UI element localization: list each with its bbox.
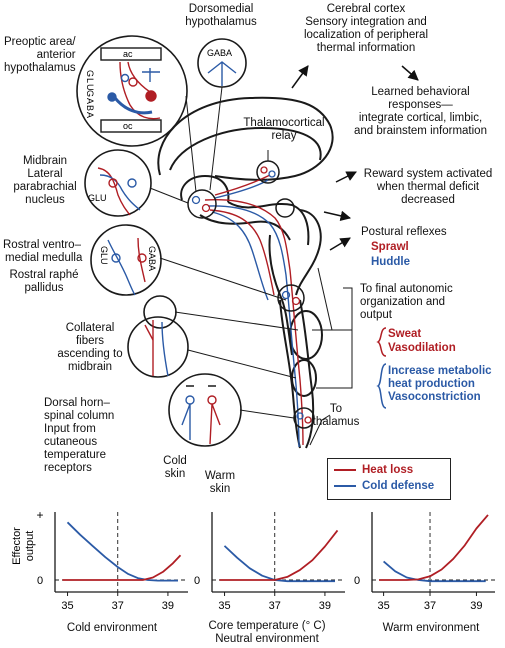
brain-outline bbox=[157, 96, 334, 449]
pathway-lines bbox=[204, 174, 304, 448]
zoom-dorsal-horn bbox=[168, 373, 242, 447]
dorsomedial-contents bbox=[207, 61, 237, 86]
zoom-preoptic bbox=[76, 35, 188, 147]
x-axis-label: Core temperature (° C) bbox=[208, 620, 326, 632]
legend: Heat loss Cold defense bbox=[327, 458, 451, 500]
heat-loss-curve-warm bbox=[379, 514, 489, 581]
y-plus-label: + bbox=[36, 508, 43, 522]
brackets bbox=[376, 327, 387, 409]
gaba-vertical: GABA bbox=[85, 90, 95, 119]
panel-title-cold: Cold environment bbox=[66, 622, 158, 634]
legend-cold-defense: Cold defense bbox=[334, 480, 434, 492]
chart-layer: 35 37 39 35 37 39 35 37 39 bbox=[54, 512, 495, 612]
effector-output-charts: Effector output + 0 0 0 35 37 39 35 37 39 35 37… bbox=[11, 508, 495, 612]
oc-label: oc bbox=[123, 121, 133, 131]
tick-label-cold-39: 39 bbox=[162, 600, 174, 612]
zoom-midbrain bbox=[84, 149, 152, 217]
tick-label-warm-39: 39 bbox=[470, 600, 482, 612]
y-zero-label: 0 bbox=[37, 575, 43, 587]
postural-label: Postural reflexes Sprawl Huddle bbox=[361, 226, 447, 268]
zoom-collateral bbox=[127, 316, 189, 378]
arrows bbox=[291, 65, 419, 251]
tick-label-warm-35: 35 bbox=[377, 600, 389, 612]
legend-cold-defense-swatch bbox=[334, 484, 356, 487]
midbrain-glu: GLU bbox=[88, 193, 107, 203]
legend-heat-loss-swatch bbox=[334, 468, 356, 471]
connectors bbox=[149, 86, 353, 446]
ac-label: ac bbox=[123, 49, 133, 59]
rostral-vm-label: Rostral ventro–medial medulla bbox=[3, 239, 83, 264]
zoom-medulla bbox=[90, 224, 162, 296]
midbrain-contents bbox=[97, 167, 141, 216]
dmh-gaba: GABA bbox=[207, 48, 232, 58]
tick-label-cold-37: 37 bbox=[112, 600, 124, 612]
preoptic-contents bbox=[100, 47, 162, 133]
collateral-contents bbox=[144, 320, 169, 377]
neural-pathway-diagram: ac oc GLU GABA GABA GLU GLU GABA bbox=[76, 35, 419, 449]
nuclei-cells bbox=[191, 166, 312, 424]
cold-defense-curve-neutral bbox=[223, 545, 335, 583]
medulla-gaba: GABA bbox=[147, 246, 157, 271]
heat-loss-curve-neutral bbox=[219, 529, 339, 581]
zoom-collateral-top bbox=[143, 295, 177, 329]
y-axis-label-line2: output bbox=[24, 531, 36, 562]
y-zero-label-2: 0 bbox=[194, 575, 200, 587]
tick-label-neutral-39: 39 bbox=[319, 600, 331, 612]
tick-label-neutral-37: 37 bbox=[269, 600, 281, 612]
tick-label-warm-37: 37 bbox=[424, 600, 436, 612]
legend-heat-loss: Heat loss bbox=[334, 464, 413, 476]
medulla-contents bbox=[107, 237, 147, 296]
dorsal-horn-contents bbox=[181, 385, 221, 445]
medulla-glu: GLU bbox=[99, 246, 109, 265]
y-axis-label-line1: Effector bbox=[11, 527, 23, 565]
panel-title-warm: Warm environment bbox=[382, 622, 480, 634]
cold-defense-curve-warm bbox=[383, 560, 486, 583]
tick-label-neutral-35: 35 bbox=[218, 600, 230, 612]
panel-title-neutral: Neutral environment bbox=[215, 633, 319, 645]
tick-label-cold-35: 35 bbox=[61, 600, 73, 612]
heat-loss-curve-cold bbox=[62, 554, 182, 581]
cold-defense-curve-cold bbox=[66, 521, 178, 582]
y-zero-label-3: 0 bbox=[354, 575, 360, 587]
glu-vertical: GLU bbox=[85, 70, 95, 92]
